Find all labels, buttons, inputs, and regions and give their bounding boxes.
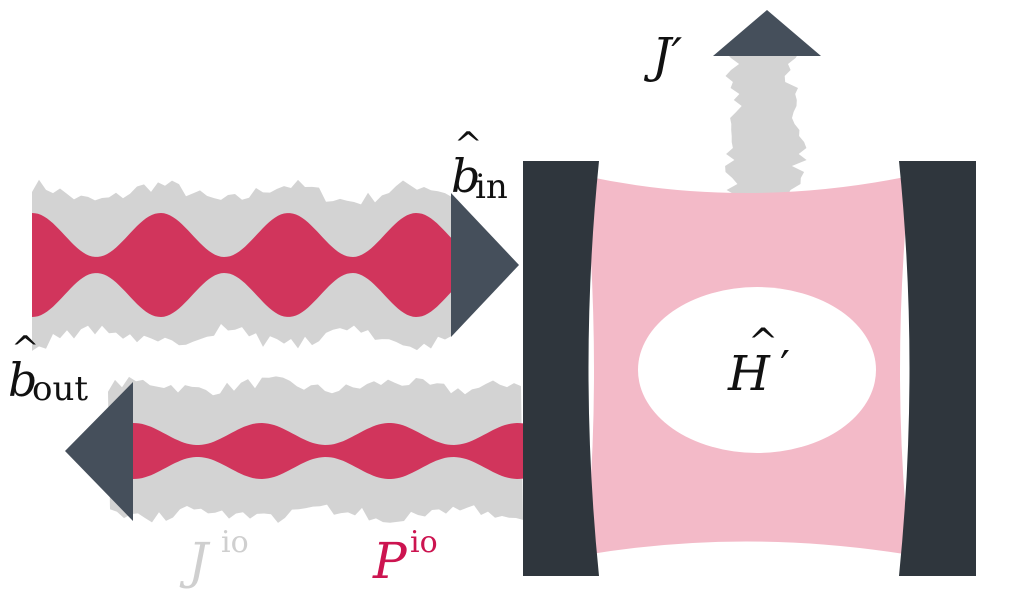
j-prime-label: J′ (643, 28, 682, 84)
b-out-hat: ^ (11, 329, 40, 369)
b-out-subscript: out (32, 369, 88, 409)
output-signal-wave (130, 423, 523, 479)
p-io-symbol: P (372, 532, 408, 590)
p-io-superscript: io (410, 525, 438, 560)
h-prime-symbol: H (727, 346, 771, 402)
cavity-core (638, 287, 876, 453)
h-prime-prime: ′ (780, 342, 790, 393)
h-prime-hat: ^ (748, 322, 778, 363)
arrow-left-icon (65, 382, 133, 521)
h-prime-label: H ^ ′ (727, 322, 790, 402)
b-in-hat: ^ (454, 125, 483, 165)
arrow-right-icon (451, 193, 519, 337)
b-in-label: b ^ in (451, 125, 508, 207)
right-mirror (899, 161, 976, 576)
b-out-symbol: b (8, 353, 37, 407)
b-out-label: b ^ out (8, 329, 88, 409)
j-io-superscript: io (221, 525, 249, 560)
b-in-subscript: in (475, 167, 508, 207)
leak-noise-band (725, 52, 807, 196)
arrow-up-icon (713, 10, 821, 56)
input-signal-wave (32, 213, 455, 317)
left-mirror (523, 161, 599, 576)
p-io-label: P io (372, 525, 438, 590)
b-in-symbol: b (451, 149, 480, 203)
j-io-label: J io (179, 525, 249, 590)
j-io-symbol: J (179, 532, 211, 590)
